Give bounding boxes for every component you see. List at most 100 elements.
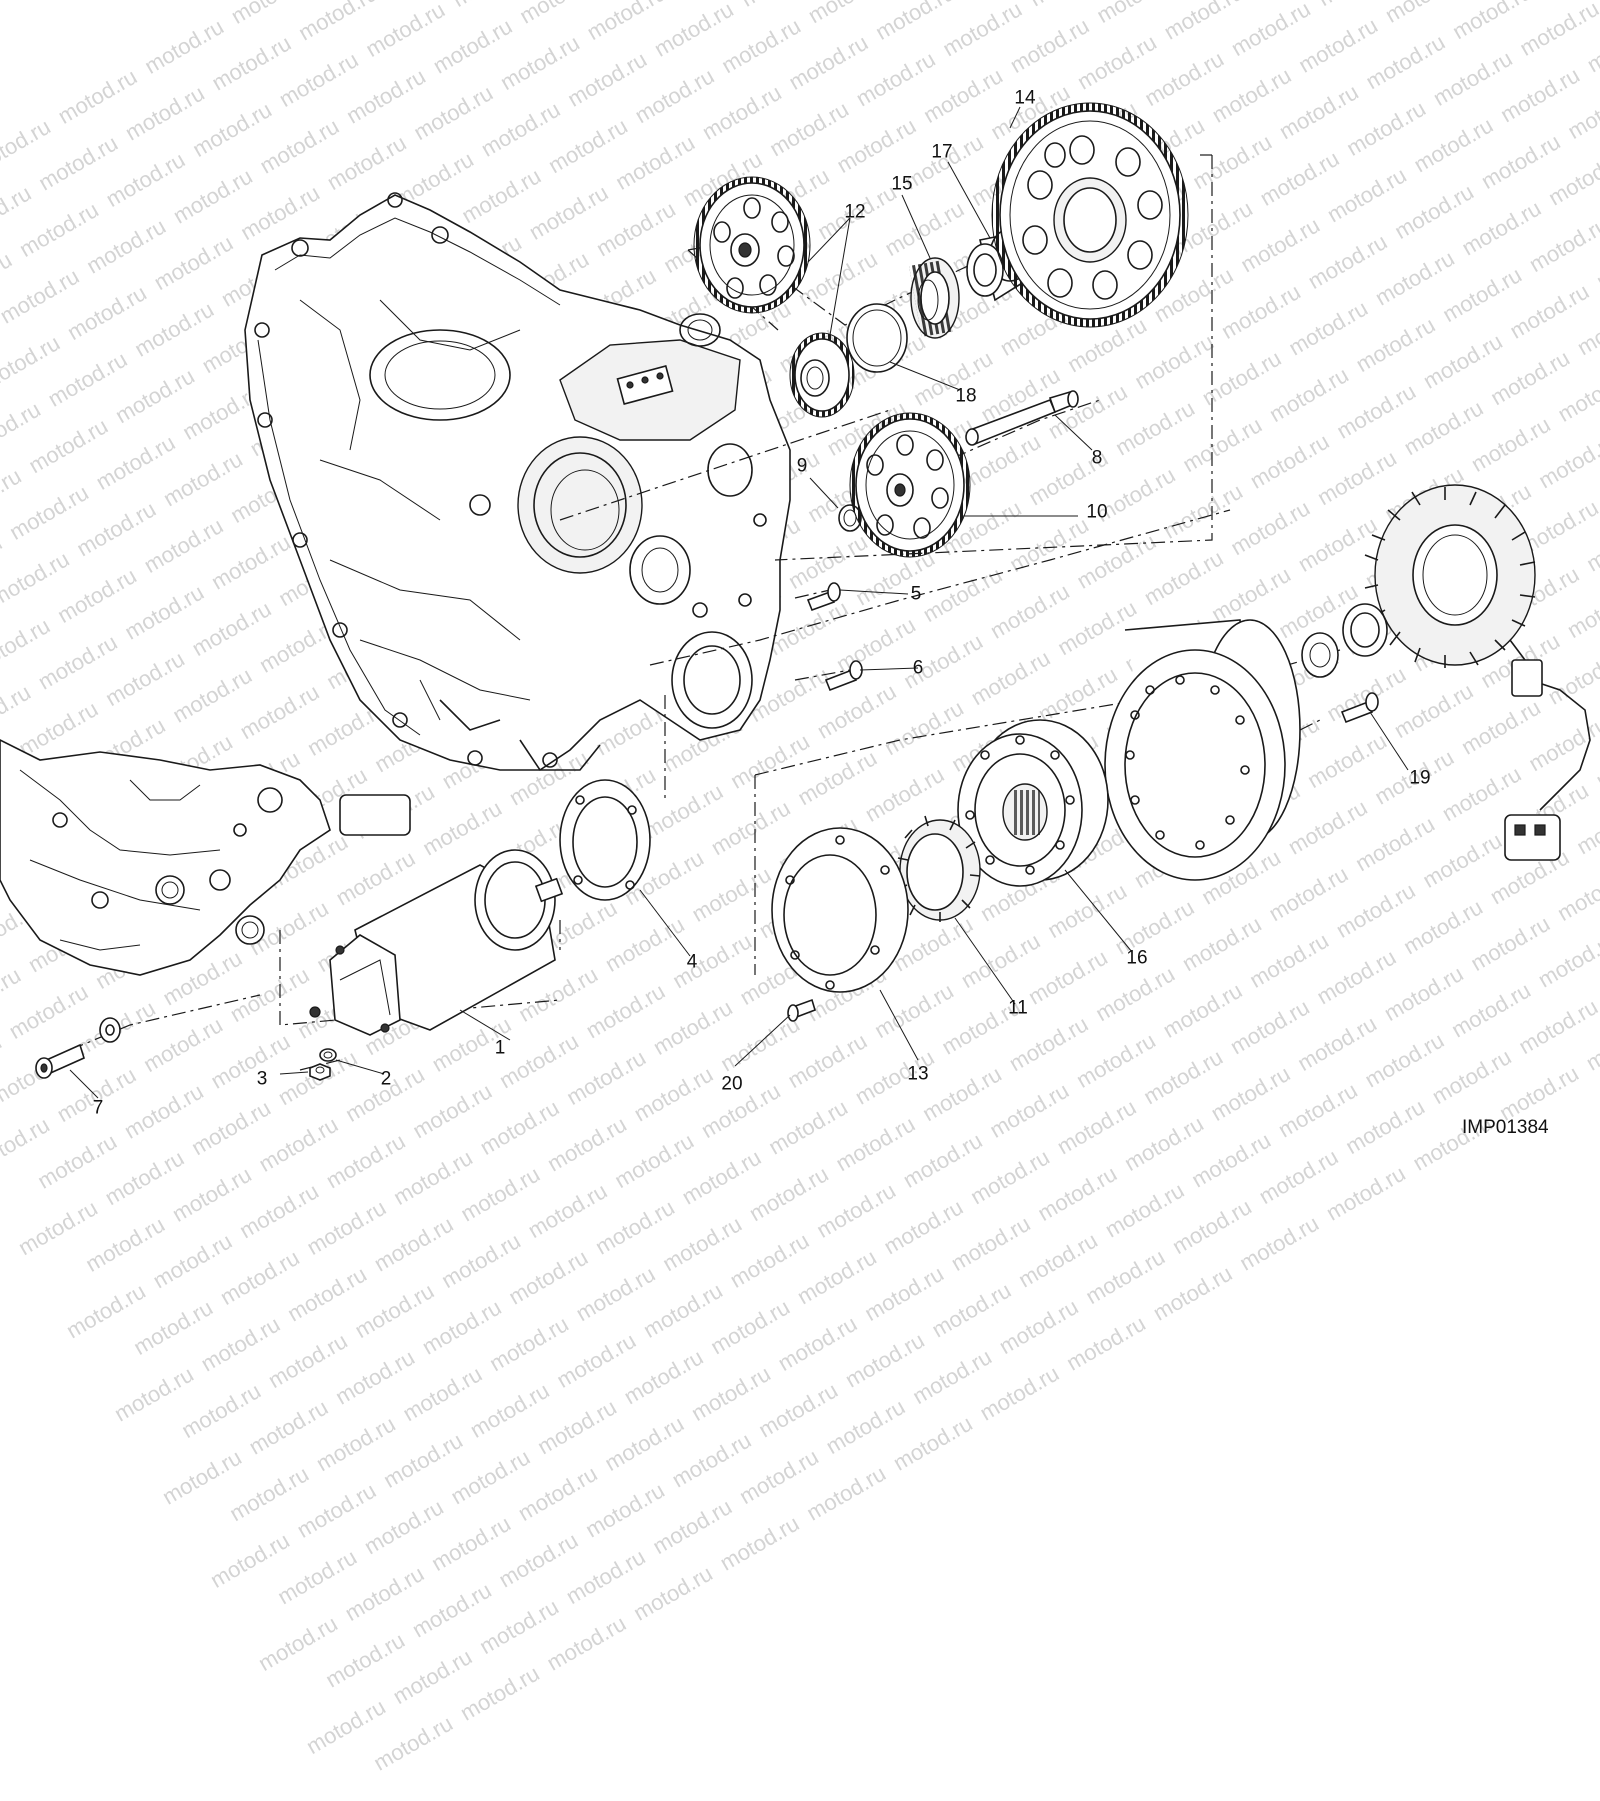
watermark-text: motod.ru [13,1195,102,1261]
callout-13: 13 [907,1063,929,1085]
gear-12-small [789,332,855,418]
watermark-text: motod.ru [427,1510,515,1576]
watermark-text: motod.ru [552,1327,641,1393]
roller-bearing-15 [909,257,960,339]
rear-crankcase [0,739,411,976]
watermark-text: motod.ru [686,1360,775,1426]
watermark-text: motod.ru [734,1443,823,1510]
bearing-ring [1342,603,1388,657]
watermark-text: motod.ru [388,1643,477,1710]
watermark-text: motod.ru [148,1228,237,1294]
watermark-text: motod.ru [340,1560,429,1626]
callout-15: 15 [891,173,913,195]
starter-motor-1 [309,849,564,1036]
watermark-text: motod.ru [504,1244,593,1310]
callout-16: 16 [1126,947,1148,969]
watermark-text: motod.ru [581,1477,669,1543]
gear-12-large [693,176,811,314]
watermark-text: motod.ru [129,1294,217,1360]
sprag-clutch-11 [896,815,981,922]
watermark-text: motod.ru [773,1310,862,1376]
screw-19 [1340,692,1379,724]
watermark-text: motod.ru [253,1610,342,1676]
callout-8: 8 [1091,447,1103,469]
watermark-text: motod.ru [283,1261,371,1327]
callout-10: 10 [1086,501,1108,523]
starter-clutch-16 [957,719,1109,887]
watermark-text: motod.ru [302,1194,391,1260]
watermark-text: motod.ru [706,1294,794,1360]
watermark-text: motod.ru [215,1244,304,1310]
watermark-text: motod.ru [369,1211,458,1277]
watermark-text: motod.ru [350,1277,439,1344]
watermark-text: motod.ru [754,1377,842,1443]
watermark-text: motod.ru [1014,1227,1102,1293]
watermark-text: motod.ru [619,1344,708,1410]
watermark-text: motod.ru [888,1410,977,1476]
nut-3 [309,1063,331,1081]
watermark-text: motod.ru [638,1277,727,1343]
watermark-text: motod.ru [792,1244,881,1310]
watermark-text: motod.ru [331,1344,419,1410]
watermark-text: motod.ru [398,1361,487,1427]
watermark-text: motod.ru [802,1460,890,1526]
callout-12: 12 [844,201,866,223]
watermark-text: motod.ru [311,1411,400,1477]
watermark-text: motod.ru [658,1211,746,1277]
callout-9: 9 [796,455,808,477]
callout-6: 6 [912,657,924,679]
watermark-text: motod.ru [571,1261,660,1327]
callout-7: 7 [92,1097,104,1119]
gasket-4 [559,779,651,901]
shaft-8 [965,390,1079,446]
watermark-text: motod.ru [244,1394,333,1460]
screw-6 [824,660,863,692]
watermark-text: motod.ru [1062,1310,1150,1376]
watermark-text: motod.ru [205,1527,294,1593]
leader-lines [69,106,1409,1099]
screw-20 [787,998,816,1022]
watermark-text: motod.ru [561,1543,650,1610]
watermark-text: motod.ru [648,1493,737,1560]
callout-2: 2 [380,1068,392,1090]
callout-20: 20 [721,1073,743,1095]
rotor [1104,619,1301,881]
watermark-text: motod.ru [225,1461,313,1527]
watermark-text: motod.ru [263,1327,352,1394]
watermark-text: motod.ru [667,1427,756,1493]
washer-18 [846,303,908,373]
watermark-text: motod.ru [542,1610,631,1676]
callout-3: 3 [256,1068,268,1090]
washer-2 [319,1048,337,1062]
watermark-text: motod.ru [301,1693,390,1760]
watermark-text: motod.ru [321,1627,409,1693]
stator [1364,484,1591,861]
watermark-text: motod.ru [446,1444,535,1510]
watermark-text: motod.ru [1235,1210,1323,1276]
plate-13 [771,827,909,993]
watermark-text: motod.ru [177,1377,265,1444]
watermark-text: motod.ru [292,1477,381,1543]
watermark-text: motod.ru [273,1544,361,1610]
watermark-text: motod.ru [927,1277,1016,1343]
watermark-text: motod.ru [879,1194,968,1260]
reference-code: IMP01384 [1462,1117,1549,1138]
watermark-text: motod.ru [821,1393,910,1460]
watermark-text: motod.ru [437,1227,525,1294]
watermark-text: motod.ru [109,1361,198,1427]
watermark-text: motod.ru [946,1210,1035,1276]
watermark-text: motod.ru [417,1294,506,1360]
callout-14: 14 [1014,87,1036,109]
watermark-text: motod.ru [994,1293,1083,1360]
callout-18: 18 [955,385,977,407]
crankcase [244,192,791,771]
watermark-text: motod.ru [1168,1193,1256,1260]
watermark-text: motod.ru [485,1311,573,1377]
callout-4: 4 [686,951,698,973]
watermark-text: motod.ru [475,1593,563,1660]
watermark-text: motod.ru [533,1394,621,1460]
watermark-text: motod.ru [465,1377,554,1443]
watermark-text: motod.ru [157,1444,246,1510]
watermark-text: motod.ru [600,1410,689,1476]
